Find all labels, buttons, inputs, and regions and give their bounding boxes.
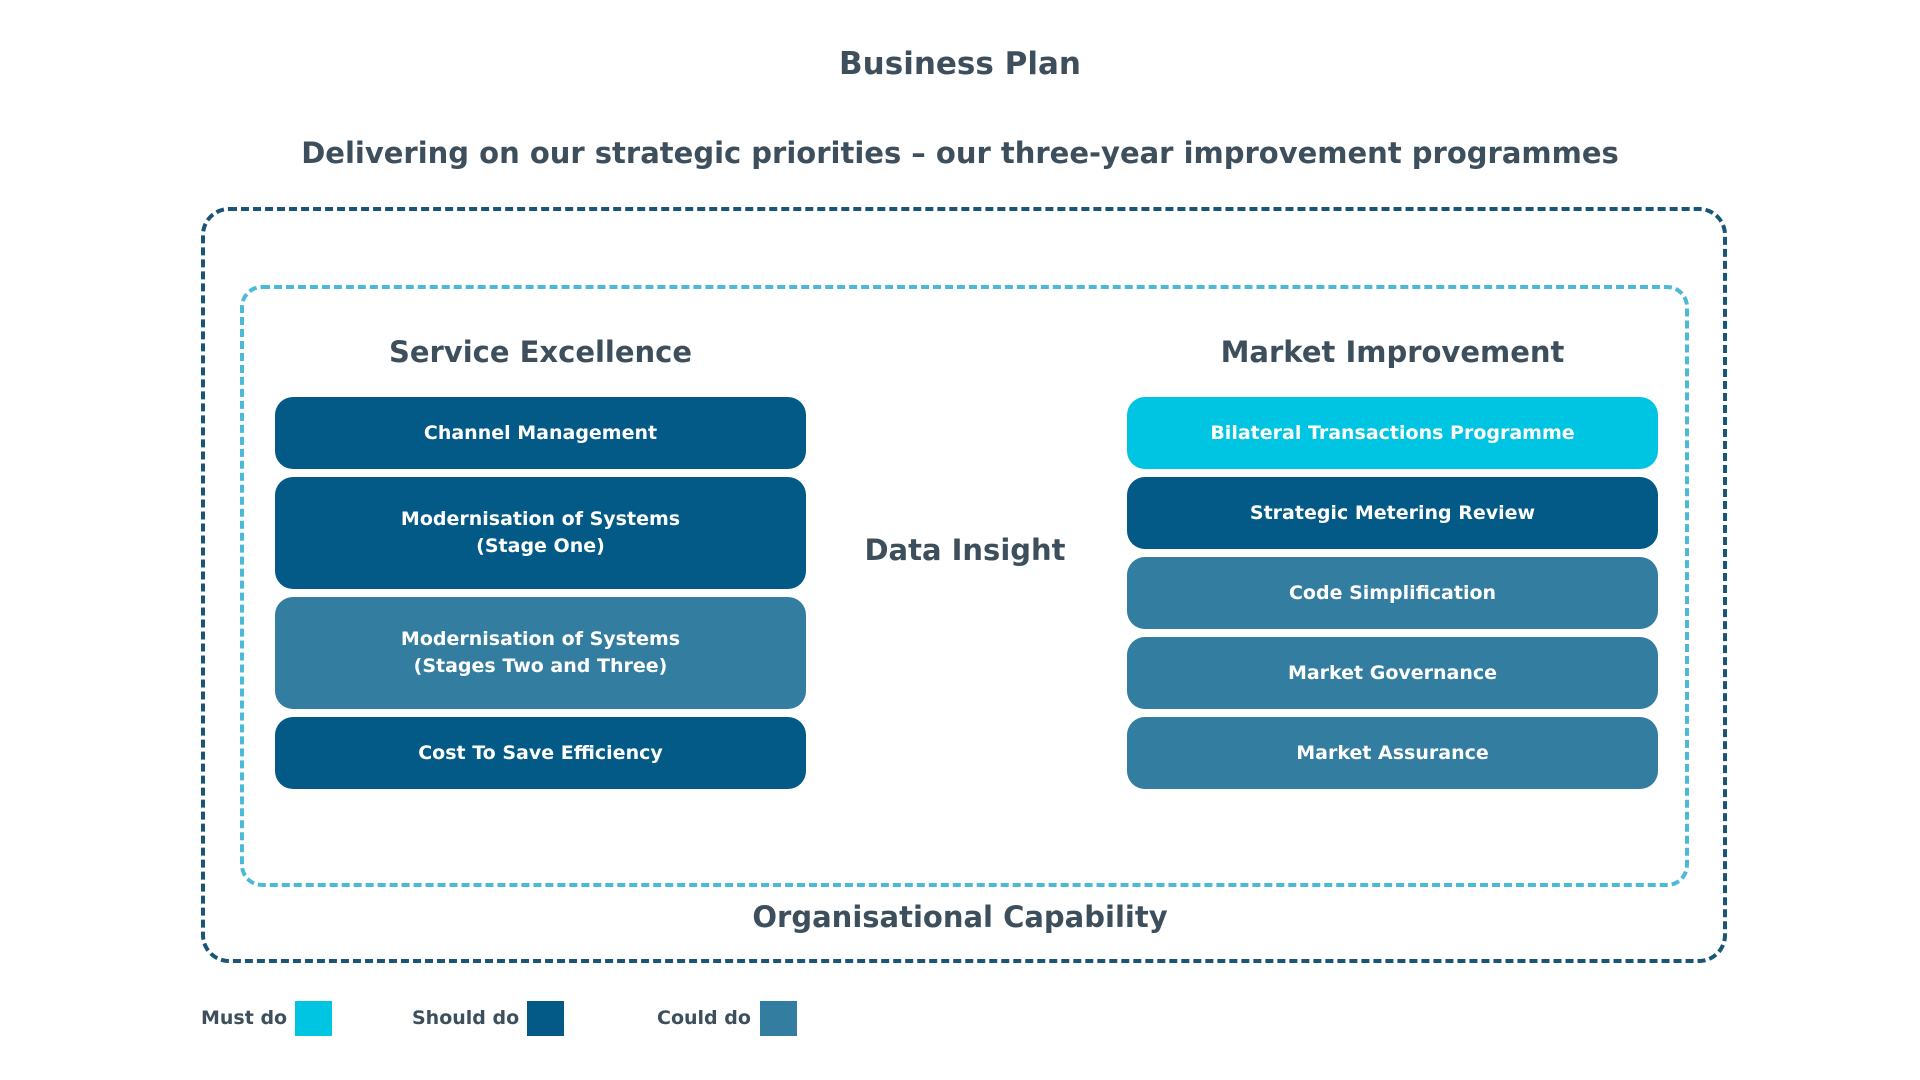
legend-swatch-should-do — [527, 1001, 564, 1036]
market-improvement-heading: Market Improvement — [1220, 335, 1565, 369]
programme-modernisation-stages-two-three: Modernisation of Systems (Stages Two and… — [275, 597, 806, 709]
legend-label-must-do: Must do — [201, 1007, 288, 1029]
organisational-capability-label: Organisational Capability — [752, 900, 1168, 934]
page-title: Business Plan — [839, 46, 1081, 82]
service-excellence-heading: Service Excellence — [388, 335, 693, 369]
legend-label-could-do: Could do — [657, 1007, 751, 1029]
programme-cost-to-save-efficiency: Cost To Save Efficiency — [275, 717, 806, 789]
programme-channel-management: Channel Management — [275, 397, 806, 469]
programme-strategic-metering-review: Strategic Metering Review — [1127, 477, 1658, 549]
programme-market-governance: Market Governance — [1127, 637, 1658, 709]
programme-modernisation-stage-one: Modernisation of Systems (Stage One) — [275, 477, 806, 589]
organisational-capability-frame — [201, 207, 1727, 963]
data-insight-label: Data Insight — [864, 533, 1066, 567]
legend-swatch-must-do — [295, 1001, 332, 1036]
data-insight-frame — [240, 285, 1689, 887]
legend-swatch-could-do — [760, 1001, 797, 1036]
programme-bilateral-transactions: Bilateral Transactions Programme — [1127, 397, 1658, 469]
legend-label-should-do: Should do — [412, 1007, 520, 1029]
programme-code-simplification: Code Simplification — [1127, 557, 1658, 629]
programme-market-assurance: Market Assurance — [1127, 717, 1658, 789]
page-subtitle: Delivering on our strategic priorities –… — [301, 136, 1619, 170]
